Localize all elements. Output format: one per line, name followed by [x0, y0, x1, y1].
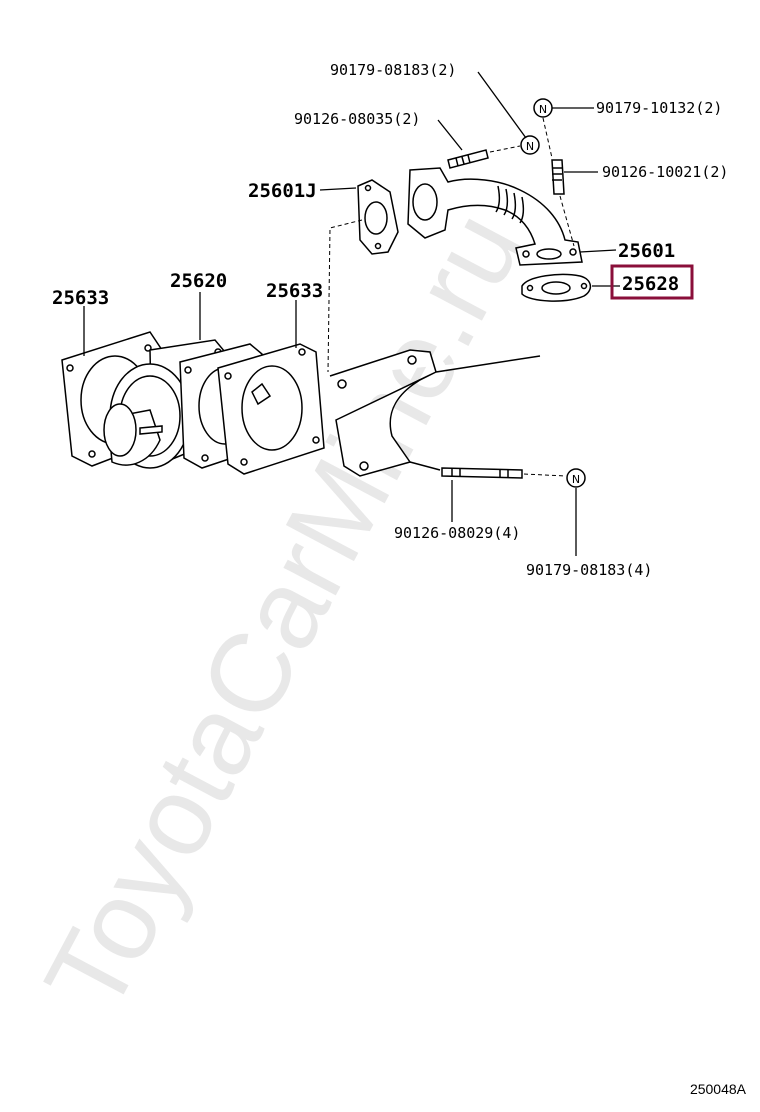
- label-90179-08183-bottom: 90179-08183(4): [526, 561, 652, 579]
- stud-90126-08035[interactable]: [447, 149, 489, 169]
- watermark-text: ToyotaCarMine.ru: [21, 192, 546, 1031]
- label-25620: 25620: [170, 270, 227, 292]
- alignment-line: [542, 117, 553, 159]
- stud-90126-08029[interactable]: [441, 467, 523, 479]
- label-25628[interactable]: 25628: [622, 273, 679, 295]
- label-90126-08035: 90126-08035(2): [294, 110, 420, 128]
- gasket-25601j[interactable]: [357, 179, 399, 255]
- label-90126-08029: 90126-08029(4): [394, 524, 520, 542]
- nut-bottom-90179-08183[interactable]: N: [566, 468, 586, 488]
- label-25633-mid: 25633: [266, 280, 323, 302]
- manifold-flange[interactable]: [329, 349, 541, 477]
- alignment-line: [327, 219, 363, 373]
- nut-glyph: N: [526, 140, 534, 153]
- label-90179-10132: 90179-10132(2): [596, 99, 722, 117]
- nut-right-90179-10132[interactable]: N: [533, 98, 553, 118]
- nut-top-90179-08183[interactable]: N: [520, 135, 540, 155]
- nut-glyph: N: [572, 473, 580, 486]
- gasket-25633-front[interactable]: [217, 343, 325, 475]
- nut-glyph: N: [539, 103, 547, 116]
- diagram-reference-code: 250048A: [690, 1081, 747, 1097]
- leader-lines: [83, 71, 620, 556]
- label-25601: 25601: [618, 240, 675, 262]
- egr-pipe-25601[interactable]: [407, 167, 583, 266]
- label-25601j: 25601J: [248, 180, 317, 202]
- alignment-line: [489, 145, 521, 153]
- highlight-box: [610, 264, 694, 300]
- label-25633-left: 25633: [52, 287, 109, 309]
- gasket-25628[interactable]: [521, 273, 592, 302]
- alignment-line: [523, 473, 567, 477]
- stud-90126-10021[interactable]: [551, 159, 565, 195]
- alignment-line: [559, 195, 575, 247]
- label-90179-08183-top: 90179-08183(2): [330, 61, 456, 79]
- label-90126-10021: 90126-10021(2): [602, 163, 728, 181]
